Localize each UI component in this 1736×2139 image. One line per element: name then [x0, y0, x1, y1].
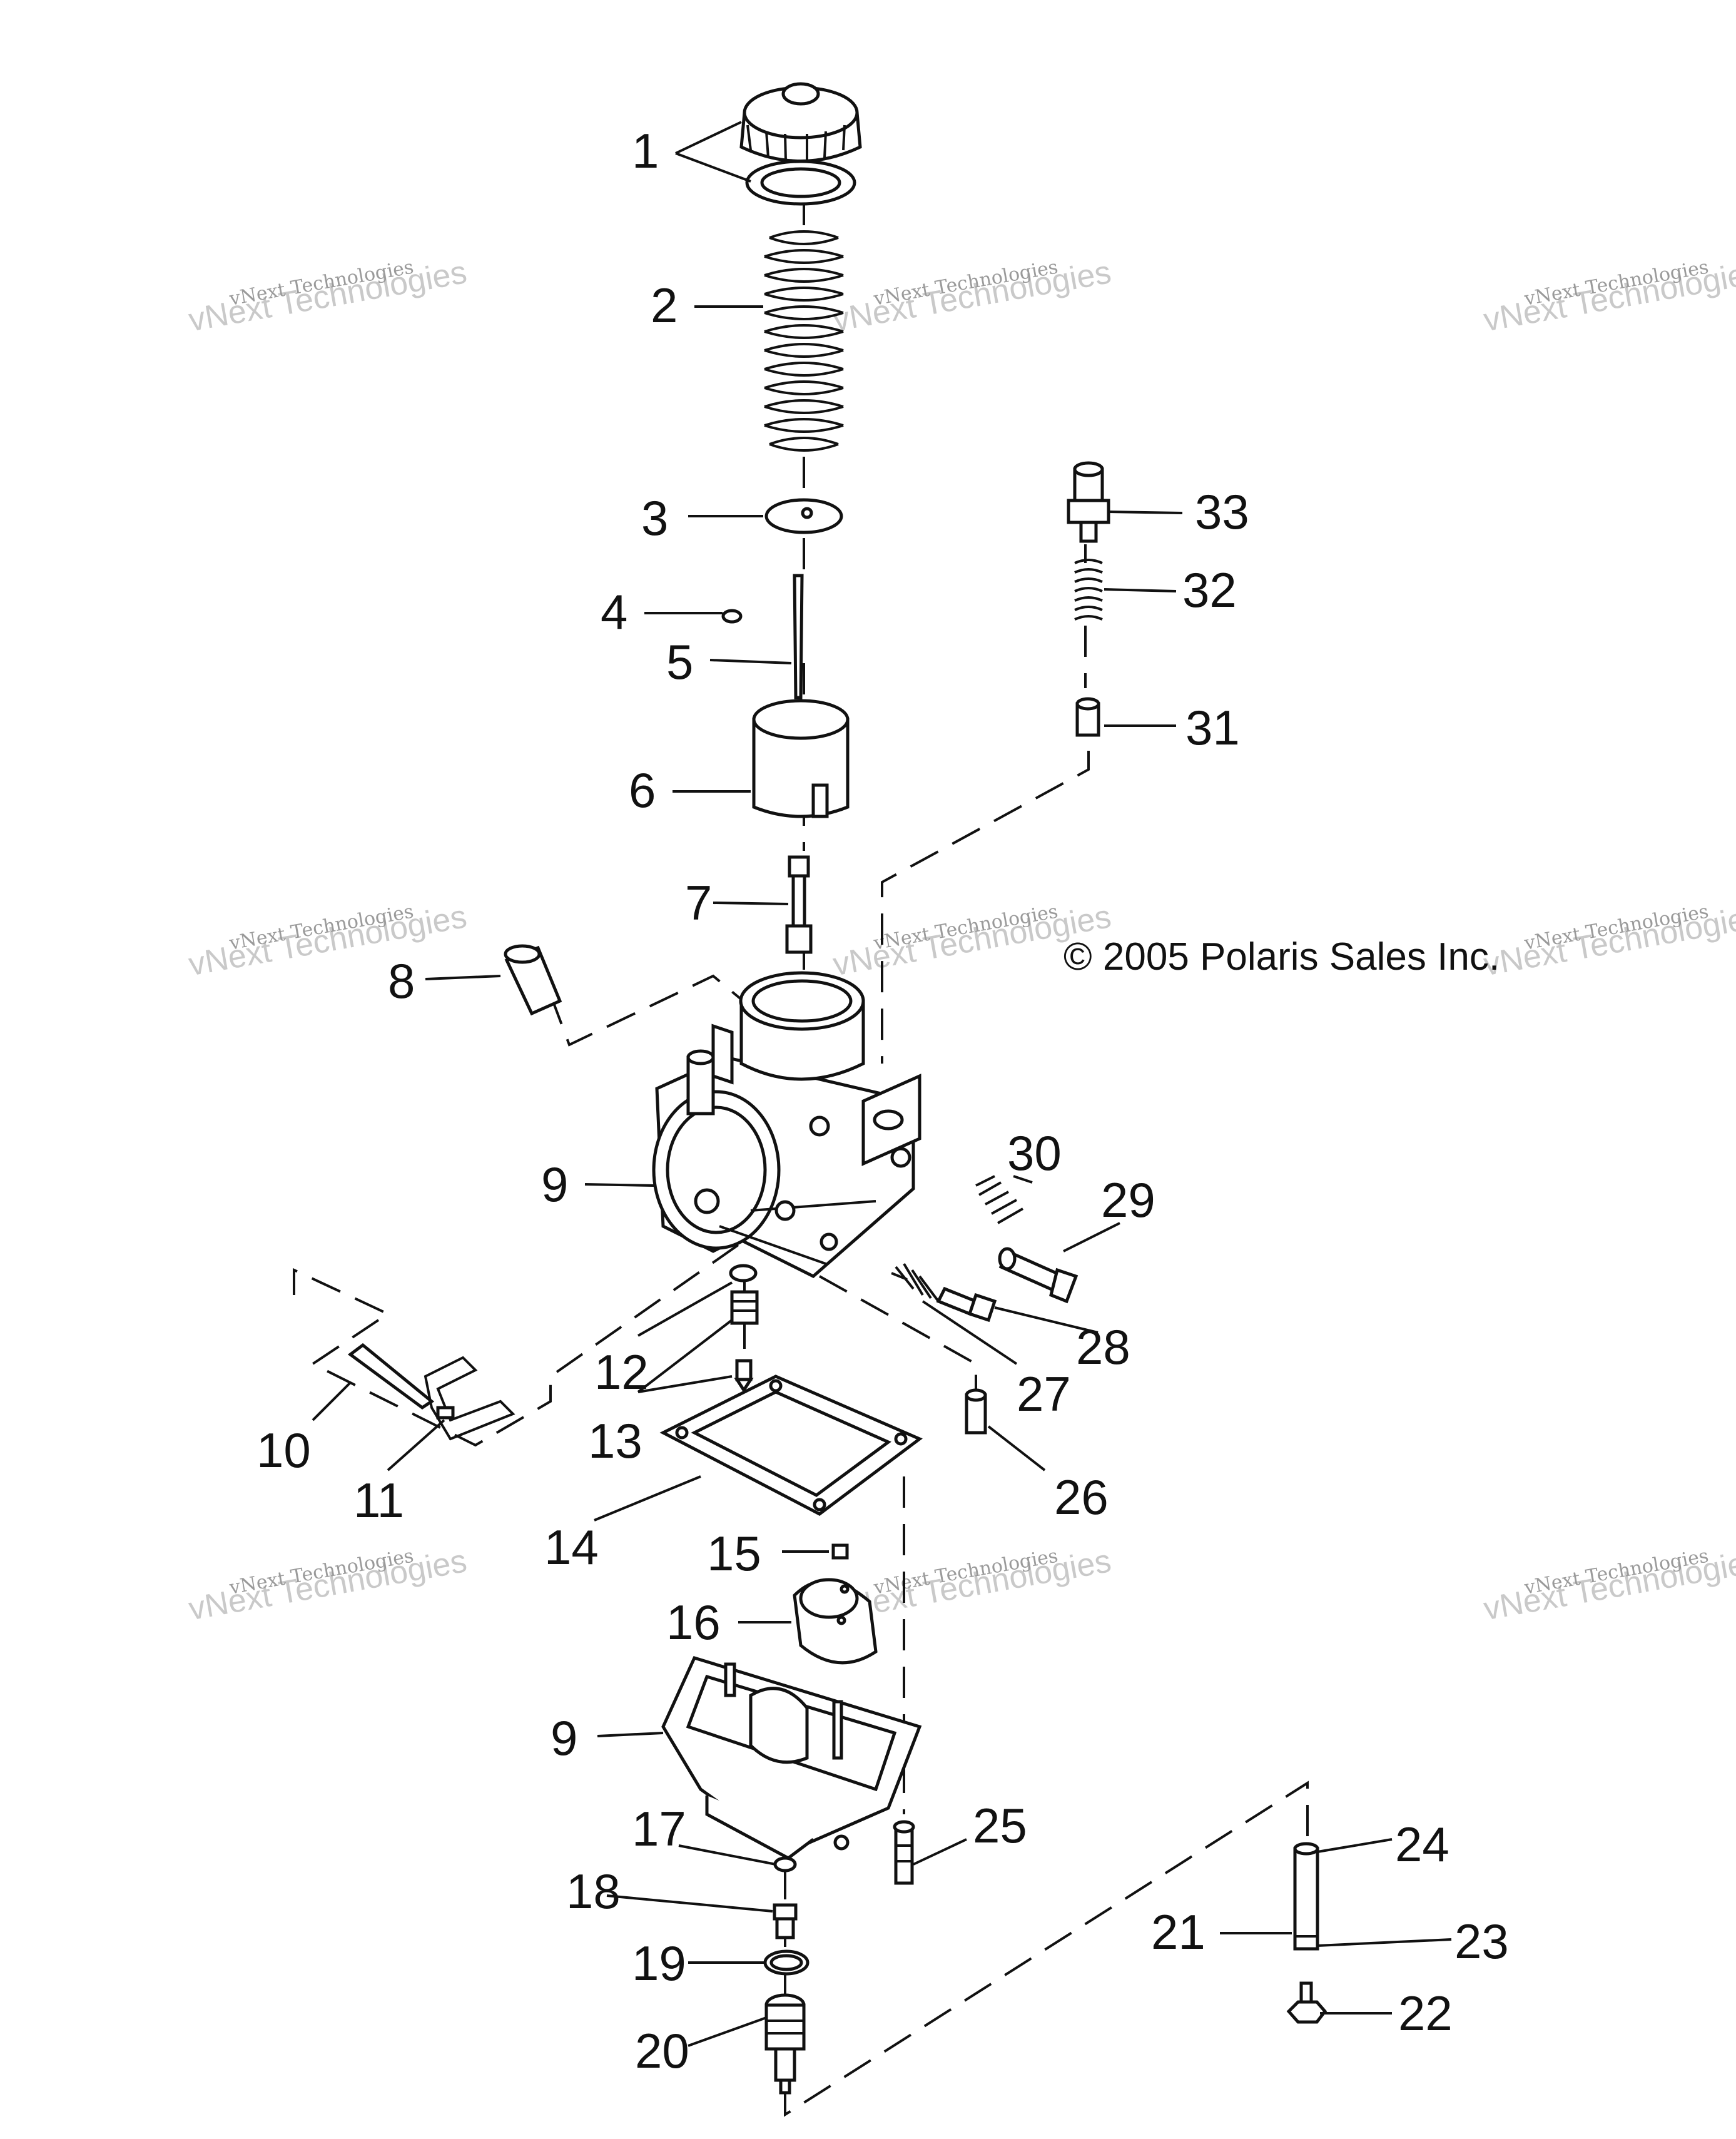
callout-26: 26 — [1054, 1470, 1109, 1525]
callout-5: 5 — [666, 634, 693, 689]
part-17-washer — [773, 1856, 797, 1872]
part-28-pilot-screw — [936, 1286, 997, 1323]
callout-32: 32 — [1182, 562, 1237, 617]
callout-9-bowl: 9 — [551, 1710, 577, 1766]
callout-10: 10 — [256, 1423, 311, 1478]
watermark-text-large: vNext Technologies — [186, 1543, 469, 1627]
part-8-choke-plunger — [504, 944, 562, 1016]
part-2-throttle-spring — [764, 230, 844, 452]
watermark-text-large: vNext Technologies — [830, 254, 1114, 338]
part-6-throttle-slide — [752, 699, 850, 818]
callout-1: 1 — [632, 123, 659, 178]
callout-17: 17 — [632, 1801, 686, 1856]
callout-8: 8 — [388, 953, 415, 1009]
callout-22: 22 — [1398, 1986, 1453, 2041]
callout-7: 7 — [685, 875, 712, 930]
callout-19: 19 — [632, 1936, 686, 1991]
callout-11: 11 — [353, 1473, 404, 1528]
part-9-float-bowl — [661, 1655, 922, 1860]
part-16-float — [793, 1578, 878, 1665]
callout-27: 27 — [1017, 1366, 1071, 1421]
callout-4: 4 — [601, 584, 627, 639]
part-29-idle-screw — [998, 1247, 1079, 1304]
watermark-text-large: vNext Technologies — [830, 1543, 1114, 1627]
callout-6: 6 — [629, 763, 656, 818]
callout-16: 16 — [666, 1595, 721, 1650]
callout-13: 13 — [588, 1413, 642, 1468]
part-19-o-ring — [763, 1949, 810, 1976]
part-10-pin — [347, 1343, 435, 1410]
callout-numbers: 1 2 3 4 5 6 7 8 9 10 11 12 13 14 15 16 9… — [256, 123, 1509, 2078]
part-12-washer — [729, 1264, 758, 1283]
part-33-adjuster — [1067, 461, 1110, 543]
part-3-needle-retainer — [764, 498, 843, 534]
callout-33: 33 — [1195, 484, 1249, 539]
watermark-text-large: vNext Technologies — [186, 254, 469, 338]
callout-30: 30 — [1007, 1125, 1062, 1181]
part-32-spring — [1074, 559, 1103, 621]
callout-12: 12 — [594, 1344, 649, 1400]
callout-20: 20 — [635, 2023, 689, 2078]
part-21-drain-tube — [1293, 1842, 1319, 1951]
callout-28: 28 — [1076, 1319, 1130, 1374]
part-14-float-bowl-gasket — [659, 1374, 923, 1516]
callout-25: 25 — [973, 1798, 1027, 1853]
copyright-notice: © 2005 Polaris Sales Inc. — [1063, 935, 1500, 978]
part-20-drain-plug — [764, 1993, 806, 2095]
callout-24: 24 — [1395, 1817, 1449, 1872]
callout-29: 29 — [1101, 1172, 1155, 1227]
part-27-spring — [891, 1263, 940, 1303]
part-18-main-jet — [773, 1903, 798, 1939]
part-4-e-clip — [721, 609, 743, 624]
part-22-nut — [1286, 1981, 1327, 2024]
part-1-carb-cap — [739, 82, 862, 206]
callout-18: 18 — [566, 1864, 621, 1919]
watermark-group: vNext Technologies vNext Technologies vN… — [186, 254, 1736, 1627]
leader-lines — [312, 121, 1452, 2047]
part-15-float-pin — [831, 1543, 849, 1560]
part-7-needle-jet — [785, 855, 813, 954]
part-26-plug — [965, 1388, 987, 1435]
callout-21: 21 — [1151, 1904, 1206, 1959]
callout-3: 3 — [641, 490, 668, 546]
callout-15: 15 — [707, 1526, 761, 1581]
watermark-text-large: vNext Technologies — [186, 898, 469, 983]
part-31-fitting — [1075, 697, 1100, 737]
part-30-spring — [975, 1175, 1023, 1224]
part-13-jets — [730, 1290, 759, 1393]
part-5-jet-needle — [793, 574, 804, 699]
callout-9-body: 9 — [541, 1157, 568, 1212]
callout-23: 23 — [1454, 1914, 1509, 1969]
callout-2: 2 — [651, 278, 678, 333]
part-25-bowl-screw — [893, 1820, 915, 1885]
part-9-carburetor-body — [652, 971, 921, 1278]
callout-14: 14 — [544, 1520, 599, 1575]
callout-31: 31 — [1185, 700, 1240, 755]
